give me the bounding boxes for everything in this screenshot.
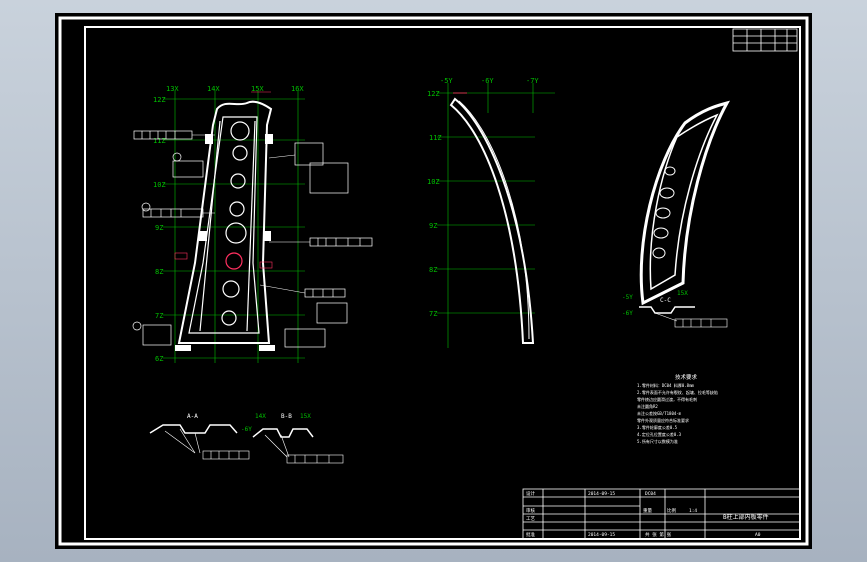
side-z-label-0: 12Z <box>427 90 440 98</box>
side-z-label-1: 11Z <box>429 134 442 142</box>
weight-label: 重量 <box>643 507 652 514</box>
section-cc: C-C -5Y 15X -6Y <box>622 290 728 328</box>
drawing-canvas: 13X 14X 15X 16X 12Z 11Z 10Z 9Z 8Z 7Z 6Z <box>58 16 809 546</box>
title-block: 设计 审核 工艺 批准 2014-09-15 2014-09-15 DC04 重… <box>522 488 801 540</box>
front-z-label-0: 12Z <box>153 96 166 104</box>
front-z-label-3: 9Z <box>155 224 163 232</box>
section-aa: A-A <box>149 413 250 460</box>
approve-label: 批准 <box>526 531 535 538</box>
material-value: DC04 <box>645 491 656 497</box>
note-line-6: 3.零件轮廓度公差0.5 <box>637 424 678 430</box>
front-z-label-1: 11Z <box>153 137 166 145</box>
outer-frame <box>58 16 809 546</box>
front-view: 13X 14X 15X 16X 12Z 11Z 10Z 9Z 8Z 7Z 6Z <box>132 85 373 363</box>
sheet-size: A0 <box>755 532 761 538</box>
front-z-label-6: 6Z <box>155 355 163 363</box>
side-z-label-5: 7Z <box>429 310 437 318</box>
drawing-sheet[interactable]: 13X 14X 15X 16X 12Z 11Z 10Z 9Z 8Z 7Z 6Z <box>55 13 812 549</box>
section-bb-label: B-B <box>281 413 292 420</box>
section-cc-dim-1: 15X <box>677 290 688 297</box>
design-date: 2014-09-15 <box>588 491 615 497</box>
front-z-label-4: 8Z <box>155 268 163 276</box>
note-line-0: 1.零件材料：DC04 料厚0.8mm <box>637 382 694 388</box>
side-z-label-3: 9Z <box>429 222 437 230</box>
side-y-label-2: -7Y <box>526 77 539 85</box>
front-x-label-2: 15X <box>251 85 264 93</box>
iso-view <box>639 100 731 306</box>
revision-table <box>732 28 798 52</box>
note-line-5: 零件外观质量应符合标准要求 <box>637 417 689 423</box>
side-z-label-4: 8Z <box>429 266 437 274</box>
technical-notes: 技术要求 1.零件材料：DC04 料厚0.8mm 2.零件表面不允许有裂纹、起皱… <box>637 373 718 444</box>
notes-heading: 技术要求 <box>675 373 698 381</box>
inner-frame <box>84 26 801 540</box>
approve-date: 2014-09-15 <box>588 532 615 538</box>
side-y-label-0: -5Y <box>440 77 453 85</box>
side-y-label-1: -6Y <box>481 77 494 85</box>
section-bb: B-B 14X 15X -6Y <box>241 413 344 464</box>
scale-value: 1:4 <box>689 508 697 514</box>
section-bb-dim-2: -6Y <box>241 426 252 433</box>
sheet-count: 共 张 第 张 <box>645 531 672 538</box>
process-label: 工艺 <box>526 516 535 522</box>
designer-label: 设计 <box>526 490 535 497</box>
front-x-label-3: 16X <box>291 85 304 93</box>
note-line-3: 未注圆角R2 <box>637 403 658 409</box>
front-x-label-1: 14X <box>207 85 220 93</box>
section-bb-dim-0: 14X <box>255 413 266 420</box>
side-view: -5Y -6Y -7Y 12Z 11Z 10Z 9Z 8Z 7Z <box>427 77 555 348</box>
front-z-label-5: 7Z <box>155 312 163 320</box>
side-profile <box>449 97 535 344</box>
front-z-label-2: 10Z <box>153 181 166 189</box>
note-line-8: 5.所有尺寸以数模为准 <box>637 438 678 444</box>
section-cc-label: C-C <box>660 297 671 304</box>
section-aa-label: A-A <box>187 413 198 420</box>
section-cc-dim-2: -6Y <box>622 310 633 317</box>
note-line-2: 零件棱边应圆滑过渡，不得有毛刺 <box>637 396 697 402</box>
check-label: 审核 <box>526 507 535 514</box>
note-line-4: 未注公差按GB/T1804-m <box>637 410 682 416</box>
front-x-label-0: 13X <box>166 85 179 93</box>
pillar-outline <box>177 100 273 344</box>
drawing-title: B柱上部内板零件 <box>723 513 769 521</box>
section-cc-dim-0: -5Y <box>622 294 633 301</box>
gdt-callouts <box>132 130 373 348</box>
note-line-7: 4.定位孔位置度公差0.3 <box>637 431 682 437</box>
side-z-label-2: 10Z <box>427 178 440 186</box>
scale-label: 比例 <box>667 507 676 514</box>
note-line-1: 2.零件表面不允许有裂纹、起皱、拉毛等缺陷 <box>637 389 718 395</box>
section-bb-dim-1: 15X <box>300 413 311 420</box>
